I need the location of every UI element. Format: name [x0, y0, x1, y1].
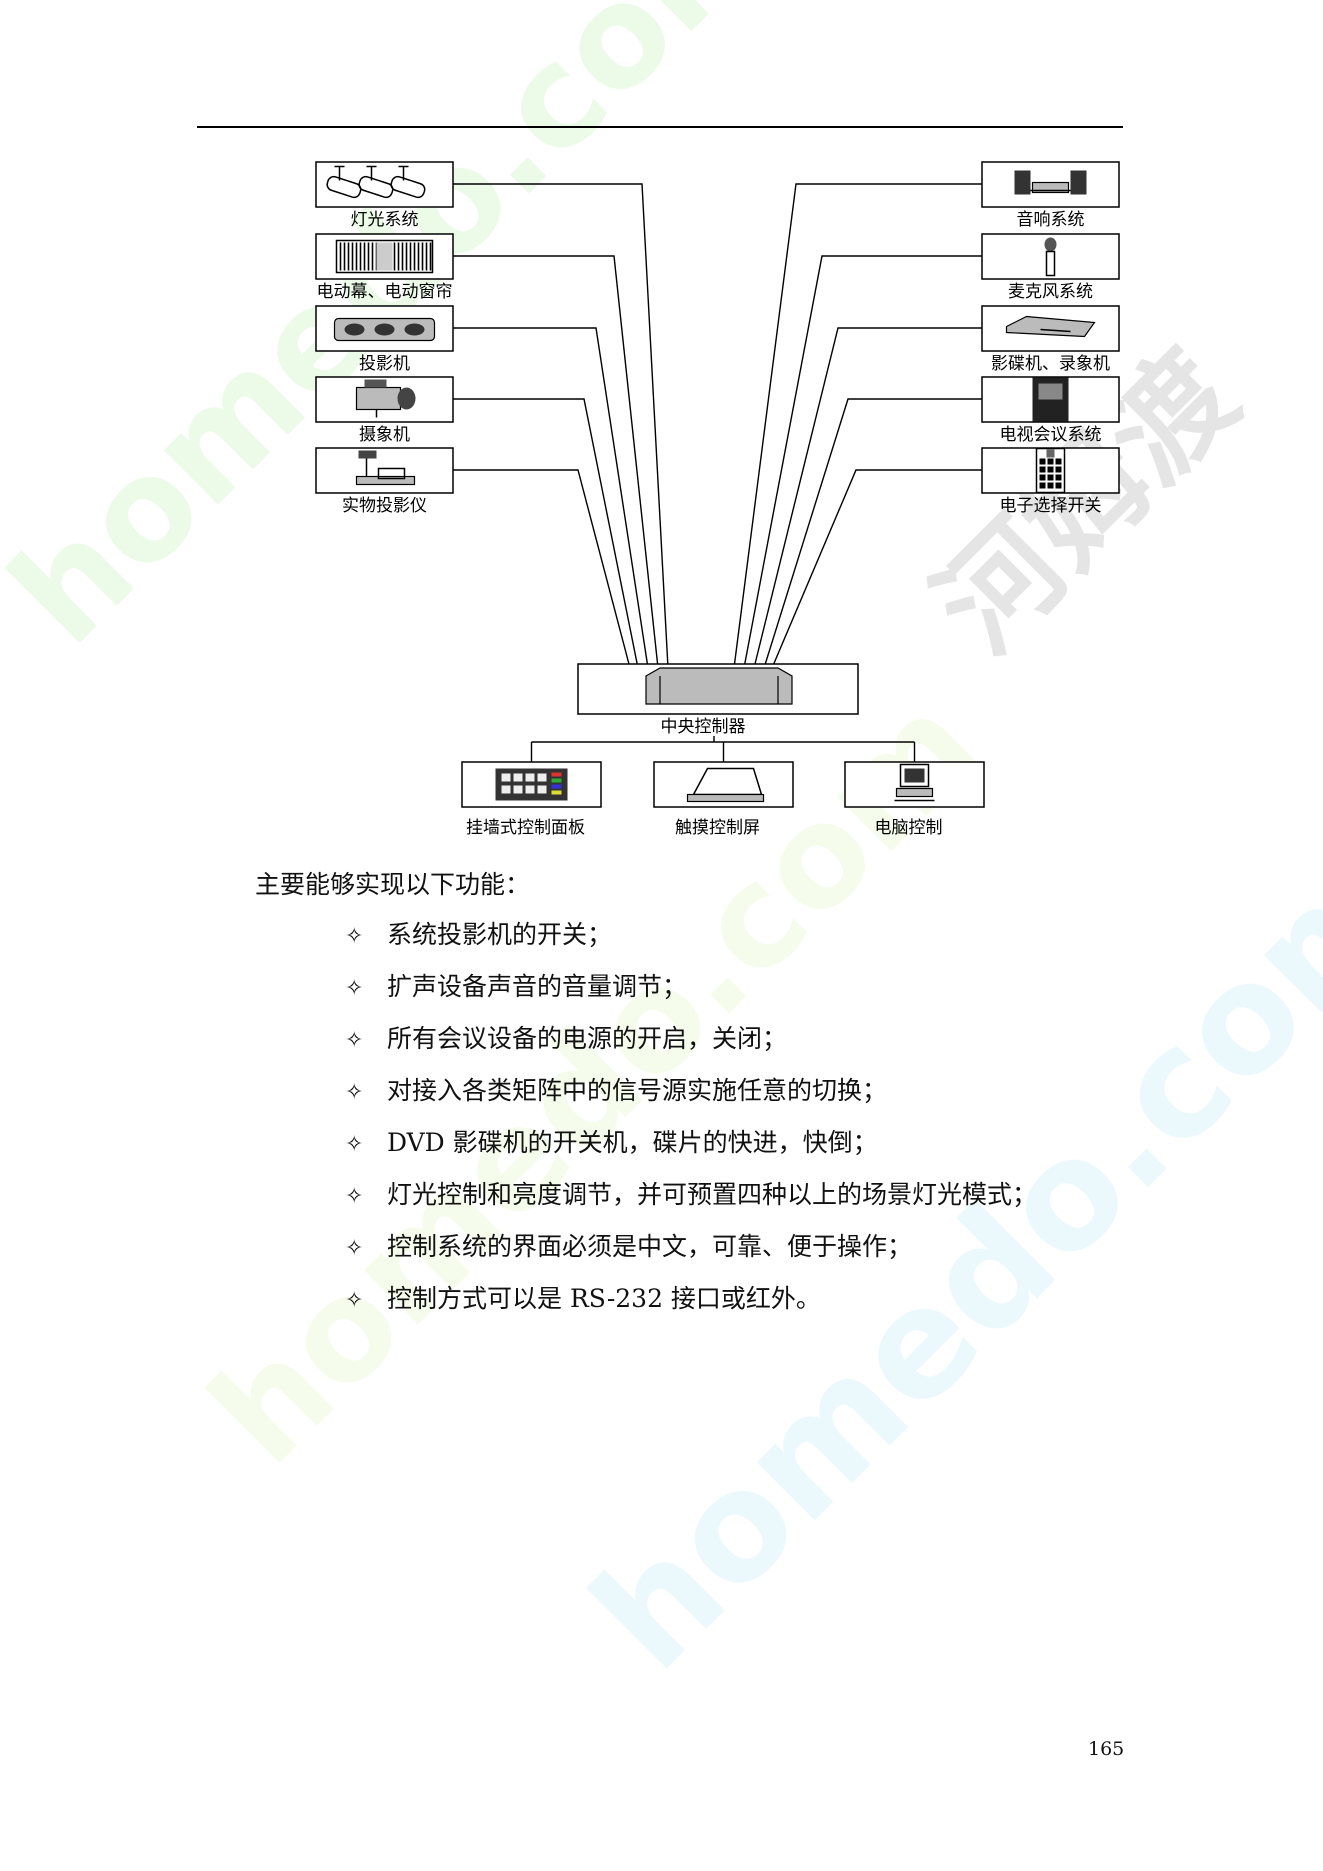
central-controller-label: 中央控制器: [661, 717, 746, 737]
feature-item: ✧ 系统投影机的开关；: [345, 918, 1037, 970]
page-number: 165: [1088, 1738, 1125, 1760]
wire-right: [763, 398, 982, 669]
device-label: 影碟机、录象机: [991, 354, 1110, 374]
switch-icon: [1035, 447, 1066, 494]
feature-text: DVD 影碟机的开关机，碟片的快进，快倒；: [387, 1128, 878, 1157]
wire-left: [453, 398, 639, 669]
feature-item: ✧ 控制方式可以是 RS-232 接口或红外。: [345, 1282, 1037, 1334]
dvd-player-icon: [1005, 315, 1096, 338]
device-label: 电动幕、电动窗帘: [317, 282, 453, 302]
lamps-icon: [326, 165, 426, 199]
device-label: 实物投影仪: [342, 496, 427, 516]
device-speakers: [981, 161, 1120, 208]
device-visualizer: [315, 447, 454, 494]
feature-text: 灯光控制和亮度调节，并可预置四种以上的场景灯光模式；: [387, 1180, 1038, 1209]
feature-item: ✧ 灯光控制和亮度调节，并可预置四种以上的场景灯光模式；: [345, 1178, 1037, 1230]
device-label: 麦克风系统: [1008, 282, 1093, 302]
feature-list: ✧ 系统投影机的开关； ✧ 扩声设备声音的音量调节； ✧ 所有会议设备的电源的开启，关闭；…: [345, 918, 1037, 1334]
device-camera: [315, 376, 454, 423]
bullet-icon: ✧: [345, 976, 364, 1001]
header-rule: [197, 126, 1123, 128]
touch-screen-icon: [686, 767, 765, 803]
device-label: 摄象机: [359, 425, 410, 445]
wire-left: [453, 183, 669, 669]
camera-icon: [355, 379, 416, 418]
video-conference-icon: [1032, 377, 1069, 422]
wire-right: [753, 327, 982, 669]
feature-item: ✧ 控制系统的界面必须是中文，可靠、便于操作；: [345, 1230, 1037, 1282]
feature-text: 扩声设备声音的音量调节；: [387, 972, 688, 1001]
wall-panel-icon: [495, 768, 568, 801]
bullet-icon: ✧: [345, 1288, 364, 1313]
device-projector: [315, 305, 454, 352]
device-microphone: [981, 233, 1120, 280]
speakers-icon: [1014, 170, 1087, 195]
feature-text: 系统投影机的开关；: [387, 920, 613, 949]
feature-text: 对接入各类矩阵中的信号源实施任意的切换；: [387, 1076, 888, 1105]
feature-item: ✧ 对接入各类矩阵中的信号源实施任意的切换；: [345, 1074, 1037, 1126]
visualizer-icon: [355, 450, 416, 486]
device-lamps: [315, 161, 454, 208]
bullet-icon: ✧: [345, 1184, 364, 1209]
feature-text: 控制方式可以是 RS-232 接口或红外。: [387, 1284, 821, 1313]
bullet-icon: ✧: [345, 1236, 364, 1261]
bullet-icon: ✧: [345, 1080, 364, 1105]
feature-item: ✧ 扩声设备声音的音量调节；: [345, 970, 1037, 1022]
device-touch-screen: [653, 761, 794, 808]
wire-right: [733, 183, 982, 669]
wire-left: [453, 327, 649, 669]
projector-icon: [333, 317, 436, 342]
feature-item: ✧ DVD 影碟机的开关机，碟片的快进，快倒；: [345, 1126, 1037, 1178]
wire-left: [453, 255, 659, 669]
device-label: 触摸控制屏: [675, 818, 760, 838]
device-label: 灯光系统: [351, 210, 419, 230]
bullet-icon: ✧: [345, 924, 364, 949]
device-wall-panel: [461, 761, 602, 808]
feature-text: 所有会议设备的电源的开启，关闭；: [387, 1024, 788, 1053]
system-diagram: 灯光系统电动幕、电动窗帘投影机摄象机实物投影仪音响系统麦克风系统影碟机、录象机电…: [315, 161, 1120, 838]
wire-left: [453, 469, 631, 669]
wire-right: [743, 255, 982, 669]
device-computer: [844, 761, 985, 808]
bullet-icon: ✧: [345, 1132, 364, 1157]
feature-item: ✧ 所有会议设备的电源的开启，关闭；: [345, 1022, 1037, 1074]
device-label: 电脑控制: [875, 818, 943, 838]
intro-text: 主要能够实现以下功能：: [255, 870, 531, 899]
device-label: 挂墙式控制面板: [466, 818, 585, 838]
wire-right: [771, 469, 982, 669]
device-label: 音响系统: [1017, 210, 1085, 230]
device-curtain: [315, 233, 454, 280]
device-label: 电视会议系统: [1000, 425, 1102, 445]
bullet-icon: ✧: [345, 1028, 364, 1053]
device-switch: [981, 447, 1120, 494]
microphone-icon: [1044, 237, 1057, 277]
device-dvd-player: [981, 305, 1120, 352]
computer-icon: [894, 763, 935, 802]
feature-text: 控制系统的界面必须是中文，可靠、便于操作；: [387, 1232, 913, 1261]
curtain-icon: [335, 239, 434, 274]
device-label: 投影机: [359, 354, 410, 374]
central-controller: [577, 663, 859, 715]
device-video-conference: [981, 376, 1120, 423]
device-label: 电子选择开关: [1000, 496, 1102, 516]
